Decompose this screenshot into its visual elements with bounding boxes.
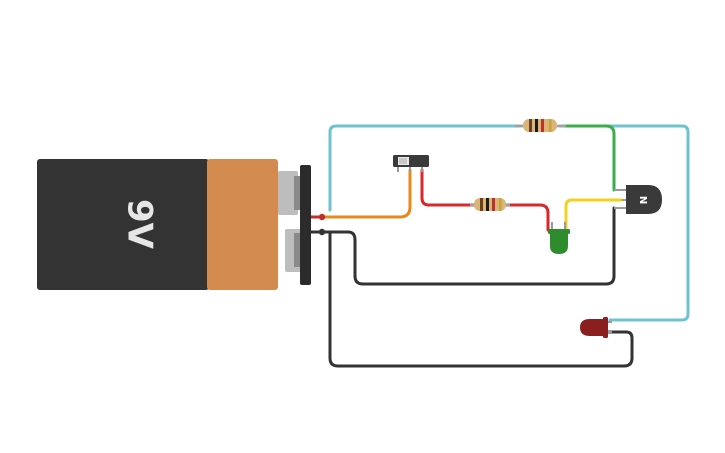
battery-cap	[207, 159, 278, 290]
terminal-shade-2	[294, 233, 300, 267]
wire-red-b[interactable]	[503, 203, 550, 232]
wire-yellow[interactable]	[564, 198, 624, 230]
battery-connector[interactable]	[300, 165, 311, 285]
battery-terminal-positive	[278, 171, 298, 215]
battery-label: 9V	[120, 199, 160, 250]
transistor-label: N	[637, 196, 648, 204]
green-led[interactable]	[548, 222, 570, 254]
switch-knob[interactable]	[398, 157, 409, 165]
wires	[320, 124, 690, 368]
resistor-top[interactable]	[515, 119, 566, 132]
battery-body	[37, 159, 209, 290]
connector-lead-positive[interactable]	[318, 213, 326, 221]
npn-transistor[interactable]: N	[614, 185, 662, 214]
wire-black-led[interactable]	[328, 230, 634, 368]
wire-red-a[interactable]	[420, 168, 478, 207]
wire-green[interactable]	[563, 124, 616, 192]
wire-cyan-top[interactable]	[328, 124, 524, 212]
resistor-middle[interactable]	[470, 198, 510, 211]
battery-9v[interactable]: 9V	[37, 159, 326, 290]
wire-black-transistor[interactable]	[320, 206, 616, 286]
wire-orange[interactable]	[320, 168, 412, 219]
connector-lead-negative[interactable]	[318, 228, 326, 236]
terminal-shade	[294, 176, 300, 210]
slide-switch[interactable]	[393, 155, 429, 172]
wire-cyan-right[interactable]	[558, 124, 690, 322]
red-led[interactable]	[580, 317, 612, 338]
